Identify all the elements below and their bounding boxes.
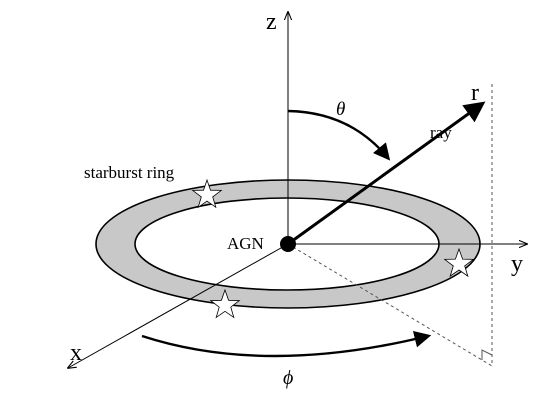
x-axis-label: x [70, 340, 82, 366]
projection-ground [287, 243, 493, 367]
y-axis-label: y [511, 251, 523, 277]
phi-label: ϕ [283, 367, 293, 389]
ray-line [287, 101, 486, 246]
ray-label: ray [430, 123, 452, 142]
z-axis-label: z [266, 9, 277, 35]
agn-dot [280, 236, 296, 252]
star-icon [209, 288, 241, 319]
theta-label: θ [336, 99, 345, 120]
theta-arc [287, 109, 391, 161]
right-angle-mark [481, 349, 493, 360]
r-axis-label: r [471, 80, 479, 106]
star-icon [443, 247, 475, 278]
agn-label: AGN [227, 234, 264, 253]
star-icon [191, 178, 223, 209]
phi-arc [141, 331, 432, 358]
ring-label: starburst ring [84, 163, 175, 182]
x-axis-line [68, 243, 289, 368]
